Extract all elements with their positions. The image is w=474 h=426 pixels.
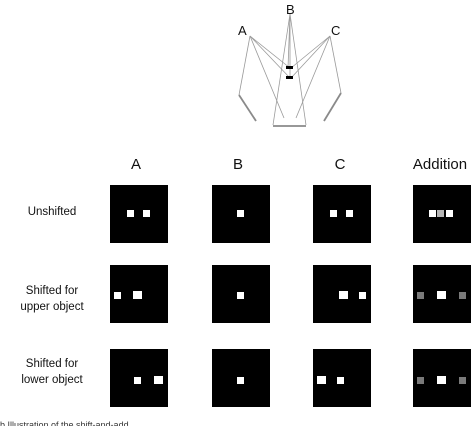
row-label-line: lower object	[21, 374, 83, 386]
image-spot	[459, 292, 466, 299]
image-spot	[459, 377, 466, 384]
row-label-shifted-upper: Shifted for upper object	[10, 283, 94, 315]
viewing-rays	[238, 13, 342, 126]
image-spot	[417, 377, 424, 384]
camera-label-a: A	[238, 23, 247, 38]
upper-object	[286, 66, 293, 69]
image-plane-c	[323, 92, 342, 122]
image-spot	[143, 210, 150, 217]
image-spot	[114, 292, 121, 299]
image-spot	[437, 291, 446, 299]
image-spot	[330, 210, 337, 217]
image-spot	[237, 377, 244, 384]
image-spot	[154, 376, 163, 384]
panel-lower-addition	[413, 349, 471, 407]
figure-caption: b Illustration of the shift-and-add	[0, 420, 129, 426]
column-header-addition: Addition	[412, 156, 468, 173]
column-header-a: A	[130, 156, 141, 173]
panel-upper-b	[212, 265, 270, 323]
row-label-unshifted: Unshifted	[10, 204, 94, 220]
image-spot	[437, 210, 444, 217]
panel-unshifted-a	[110, 185, 168, 243]
column-header-b: B	[232, 156, 243, 173]
image-spot	[317, 376, 326, 384]
row-label-line: Unshifted	[27, 206, 77, 218]
image-spot	[237, 292, 244, 299]
panel-upper-c	[313, 265, 371, 323]
image-spot	[237, 210, 244, 217]
row-label-line: Shifted for	[25, 285, 79, 297]
row-label-shifted-lower: Shifted for lower object	[10, 356, 94, 388]
panel-upper-addition	[413, 265, 471, 323]
image-spot	[429, 210, 436, 217]
panel-lower-c	[313, 349, 371, 407]
image-spot	[417, 292, 424, 299]
image-planes	[238, 92, 342, 127]
image-spot	[359, 292, 366, 299]
camera-label-b: B	[286, 2, 295, 17]
row-label-line: upper object	[20, 301, 84, 313]
image-spot	[437, 376, 446, 384]
panel-lower-a	[110, 349, 168, 407]
image-spot	[446, 210, 453, 217]
image-spot	[339, 291, 348, 299]
row-label-line: Shifted for	[25, 358, 79, 370]
panel-lower-b	[212, 349, 270, 407]
camera-geometry-diagram	[238, 13, 342, 127]
lower-object	[286, 76, 293, 79]
image-spot	[337, 377, 344, 384]
camera-label-c: C	[331, 23, 341, 38]
panel-unshifted-c	[313, 185, 371, 243]
image-plane-a	[238, 94, 257, 122]
image-spot	[133, 291, 142, 299]
column-header-c: C	[334, 156, 346, 173]
image-spot	[134, 377, 141, 384]
panel-unshifted-addition	[413, 185, 471, 243]
image-spot	[346, 210, 353, 217]
panel-upper-a	[110, 265, 168, 323]
panel-unshifted-b	[212, 185, 270, 243]
image-spot	[127, 210, 134, 217]
